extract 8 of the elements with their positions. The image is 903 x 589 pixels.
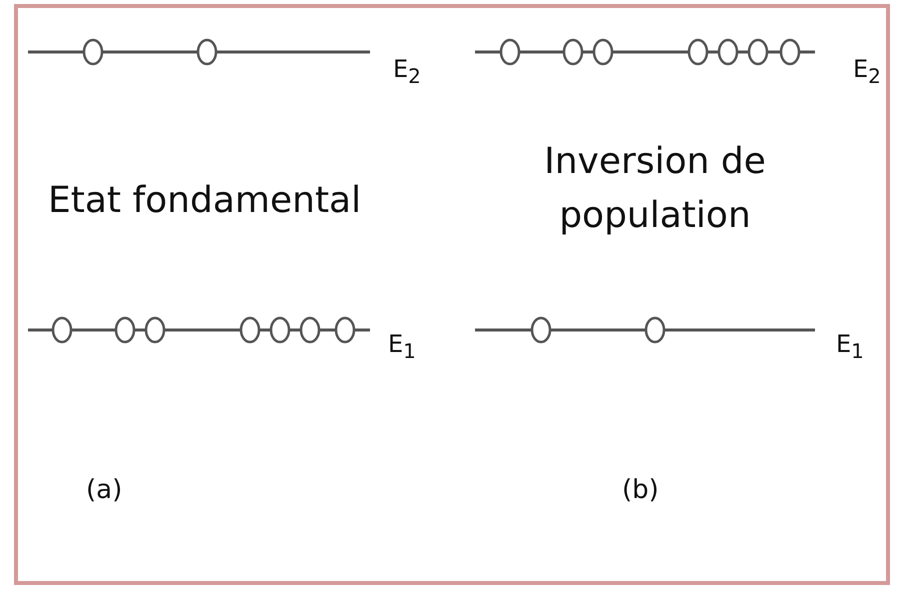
level-label: E$_{1}$ — [836, 330, 864, 363]
level-label: E$_{1}$ — [388, 330, 416, 363]
panel-label: (b) — [622, 475, 659, 505]
panel-label: (a) — [86, 475, 122, 505]
level-label: E$_{2}$ — [853, 55, 881, 88]
state-label: Inversion de population — [543, 140, 767, 238]
level-label: E$_{2}$ — [393, 55, 421, 88]
state-label: Etat fondamental — [48, 180, 362, 221]
